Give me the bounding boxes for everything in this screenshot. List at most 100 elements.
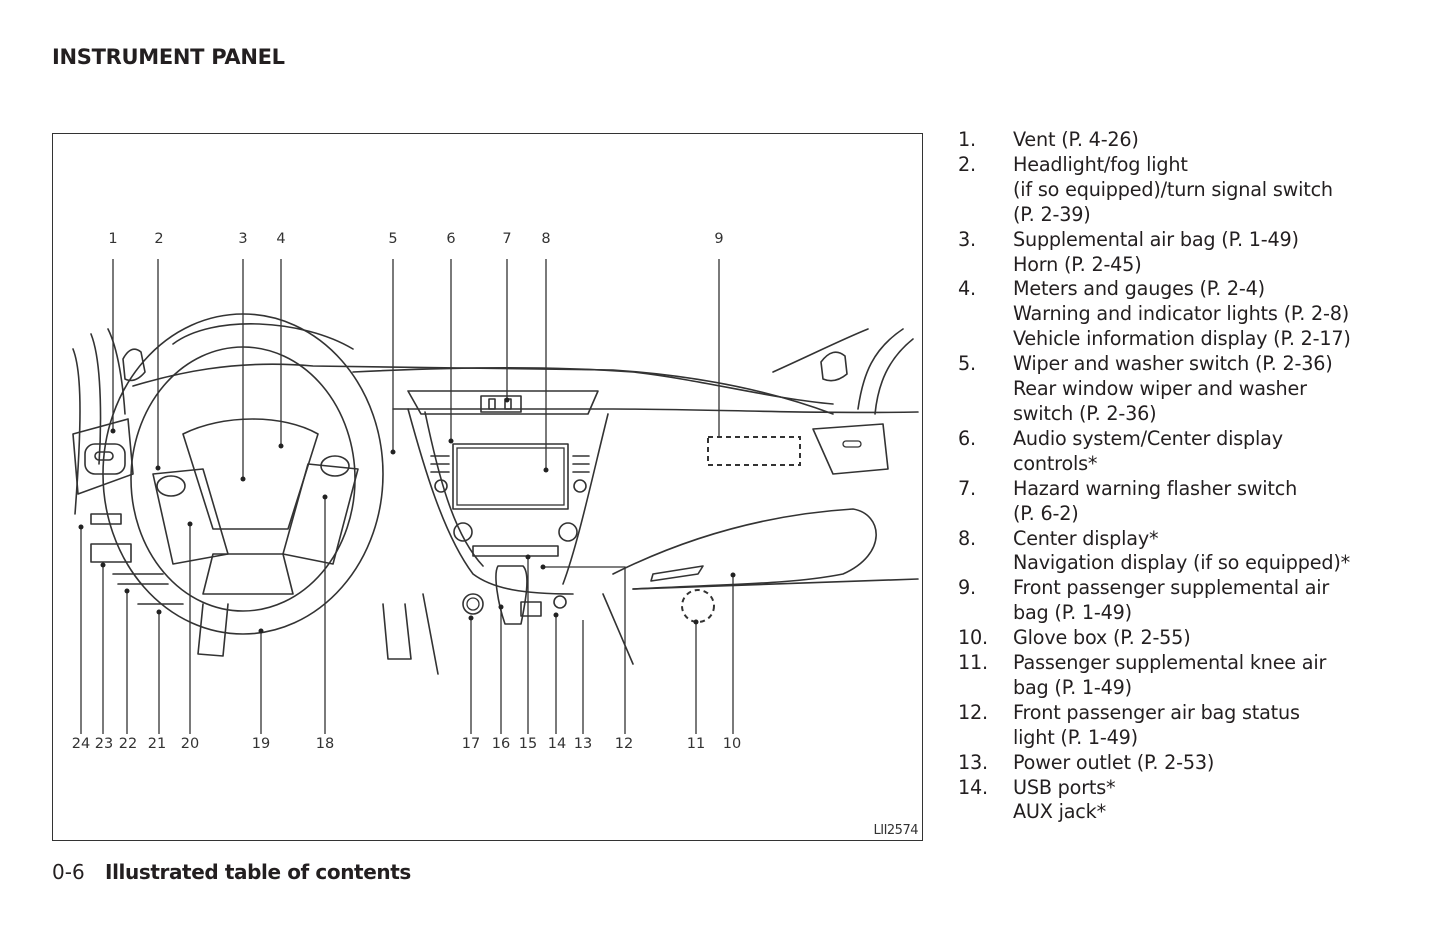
climate-knob-right xyxy=(558,522,578,542)
leader-dot-10 xyxy=(730,572,736,578)
callout-15: 15 xyxy=(518,736,538,752)
leader-dot-7 xyxy=(504,397,510,403)
legend-item-line: Glove box (P. 2-55) xyxy=(1013,626,1191,650)
legend-item: 5.Wiper and washer switch (P. 2-36)Rear … xyxy=(958,352,1418,427)
legend-item: 4. Meters and gauges (P. 2-4)Warning and … xyxy=(958,277,1418,352)
callout-5: 5 xyxy=(388,231,398,247)
callout-21: 21 xyxy=(147,736,167,752)
center-vent xyxy=(407,390,599,415)
steering-right-switch xyxy=(320,455,350,477)
steering-left-switch xyxy=(156,475,186,497)
legend-item-line: AUX jack* xyxy=(1013,800,1106,824)
leader-dot-18 xyxy=(322,494,328,500)
callout-11: 11 xyxy=(686,736,706,752)
legend-item: 10.Glove box (P. 2-55) xyxy=(958,626,1418,651)
left-pillar-inner2 xyxy=(107,328,126,415)
legend-item-text: Power outlet (P. 2-53) xyxy=(1013,751,1418,776)
legend-item-line: Front passenger air bag status xyxy=(1013,700,1300,724)
lower-switch-2 xyxy=(90,543,132,563)
legend-item-number: 8. xyxy=(958,526,976,550)
page-number: 0-6 xyxy=(52,860,85,884)
leader-dot-22 xyxy=(124,588,130,594)
legend-item-text: Headlight/fog light(if so equipped)/turn… xyxy=(1013,153,1418,228)
power-knob xyxy=(462,593,484,615)
legend-item-line: Navigation display (if so equipped)* xyxy=(1013,551,1351,575)
brake-pedal xyxy=(382,603,412,660)
callout-2: 2 xyxy=(154,231,164,247)
legend-item-number: 6. xyxy=(958,426,976,450)
display-buttons-left xyxy=(430,455,450,473)
glove-box-line xyxy=(632,578,919,590)
legend-item-text: Center display*Navigation display (if so… xyxy=(1013,527,1418,577)
display-buttons-right xyxy=(572,455,590,473)
legend-item-text: USB ports*AUX jack* xyxy=(1013,776,1418,826)
page-footer: 0-6 Illustrated table of contents xyxy=(52,860,411,884)
lower-switch-3 xyxy=(112,573,169,585)
legend-item-line: Warning and indicator lights (P. 2-8) xyxy=(1013,302,1350,326)
console-right xyxy=(602,593,634,665)
legend-item-text: Glove box (P. 2-55) xyxy=(1013,626,1418,651)
callout-9: 9 xyxy=(714,231,724,247)
legend-item-line: Headlight/fog light xyxy=(1013,152,1188,176)
leader-dot-19 xyxy=(258,628,264,634)
legend-item-number: 3. xyxy=(958,227,976,251)
legend-item: 1.Vent (P. 4-26) xyxy=(958,128,1418,153)
hazard-button-left xyxy=(488,398,496,410)
right-vent-tab xyxy=(842,440,862,448)
legend-item-line: Audio system/Center display xyxy=(1013,426,1283,450)
lower-switch-1 xyxy=(90,513,122,525)
callout-22: 22 xyxy=(118,736,138,752)
volume-knob-right xyxy=(573,479,587,493)
leader-dot-1 xyxy=(110,428,116,434)
meter-visor xyxy=(172,323,354,350)
callout-14: 14 xyxy=(547,736,567,752)
legend-item-text: Meters and gauges (P. 2-4)Warning and in… xyxy=(1013,277,1418,352)
center-display-screen xyxy=(456,447,565,506)
legend-item: 13.Power outlet (P. 2-53) xyxy=(958,751,1418,776)
dash-upper-line xyxy=(352,367,834,405)
leader-dot-5 xyxy=(390,449,396,455)
right-pillar2 xyxy=(857,328,904,410)
legend-item-number: 11. xyxy=(958,651,988,675)
left-tweeter xyxy=(122,348,146,382)
leader-dot-6 xyxy=(448,438,454,444)
leader-dot-3 xyxy=(240,476,246,482)
legend-item-line: USB ports* xyxy=(1013,775,1116,799)
climate-buttons xyxy=(472,545,559,557)
legend-item: 7. Hazard warning flasher switch(P. 6-2) xyxy=(958,477,1418,527)
legend-item-number: 4. xyxy=(958,277,976,301)
legend-item-line: Power outlet (P. 2-53) xyxy=(1013,750,1215,774)
legend-item-number: 7. xyxy=(958,476,976,500)
legend-item-line: light (P. 1-49) xyxy=(1013,725,1138,749)
leader-dot-23 xyxy=(100,562,106,568)
legend-item-line: Passenger supplemental knee air xyxy=(1013,651,1327,675)
right-tweeter xyxy=(820,351,848,382)
legend-item-line: (P. 2-39) xyxy=(1013,202,1091,226)
legend-item-number: 1. xyxy=(958,128,976,151)
callout-19: 19 xyxy=(251,736,271,752)
page-title: INSTRUMENT PANEL xyxy=(52,45,285,69)
passenger-airbag-marker xyxy=(707,436,801,466)
leader-dot-15 xyxy=(525,554,531,560)
leader-dot-2 xyxy=(155,465,161,471)
legend-item-line: Vehicle information display (P. 2-17) xyxy=(1013,327,1351,351)
callout-4: 4 xyxy=(276,231,286,247)
callout-16: 16 xyxy=(491,736,511,752)
console-left xyxy=(422,593,439,675)
hazard-switch xyxy=(480,395,522,413)
leader-dot-12 xyxy=(540,564,546,570)
legend-item-text: Supplemental air bag (P. 1-49)Horn (P. 2… xyxy=(1013,228,1418,278)
dash-mid-line xyxy=(392,408,919,414)
center-stack-right xyxy=(562,413,609,585)
legend-item-text: Hazard warning flasher switch(P. 6-2) xyxy=(1013,477,1418,527)
legend-item: 8. Center display*Navigation display (if … xyxy=(958,527,1418,577)
glove-box-handle xyxy=(650,565,704,582)
legend-item-number: 9. xyxy=(958,576,976,600)
legend-item-line: Supplemental air bag (P. 1-49) xyxy=(1013,227,1299,251)
legend-item-line: Hazard warning flasher switch xyxy=(1013,476,1298,500)
